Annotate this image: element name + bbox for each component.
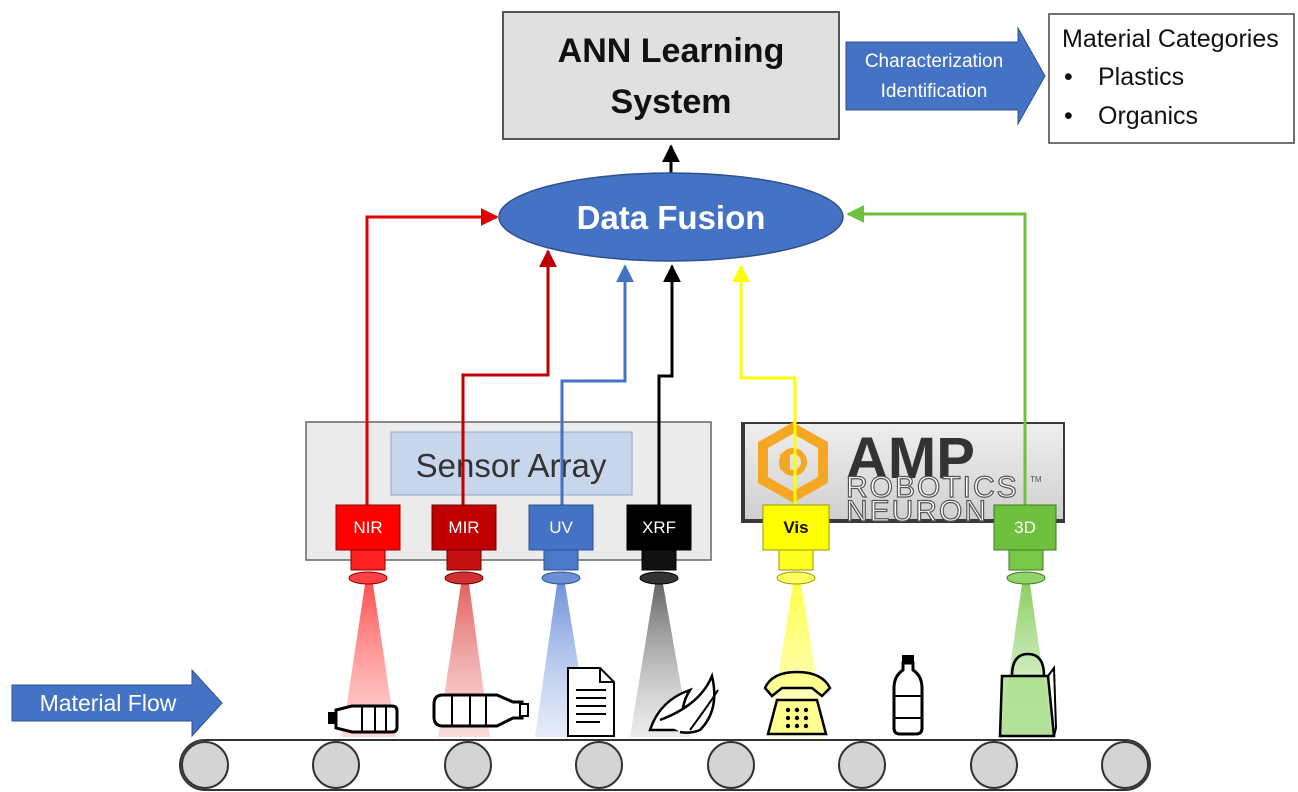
sensor-nir: NIR [335, 504, 401, 585]
conveyor-belt [179, 739, 1151, 791]
arrow-text-line1: Characterization [865, 51, 1003, 72]
categories-title: Material Categories [1062, 25, 1279, 53]
telephone-icon [763, 670, 832, 736]
characterization-arrow: Characterization Identification [845, 26, 1046, 126]
banana-peel-icon [648, 671, 719, 734]
bullet-icon: • [1064, 63, 1073, 91]
nir-connector [365, 208, 499, 505]
sensor-label-vis: Vis [783, 518, 808, 537]
uv-connector [560, 264, 634, 505]
shopping-bag-icon [998, 652, 1058, 738]
data-fusion-node: Data Fusion [498, 172, 844, 262]
amp-neuron-text: NEURON [846, 495, 988, 528]
sensor-label-uv: UV [549, 518, 573, 537]
water-bottle-icon [892, 655, 924, 736]
nir-beam [342, 584, 396, 737]
conveyor-roller [707, 741, 755, 789]
material-flow-label: Material Flow [40, 690, 177, 716]
ann-title-line1: ANN Learning [558, 32, 785, 70]
sensor-connectors [365, 205, 1027, 505]
vis-connector [732, 264, 797, 505]
document-icon [567, 667, 615, 737]
conveyor-roller [181, 741, 229, 789]
material-flow-arrow: Material Flow [11, 668, 223, 738]
bullet-icon: • [1064, 102, 1073, 130]
sensor-mir: MIR [431, 504, 497, 585]
sensor-label-mir: MIR [448, 518, 479, 537]
bottle-icon [432, 693, 529, 728]
amp-tm-mark: TM [1030, 475, 1042, 484]
sensor-array-label: Sensor Array [416, 447, 607, 484]
conveyor-roller [575, 741, 623, 789]
sensor-label-xrf: XRF [642, 518, 676, 537]
conveyor-roller [312, 741, 360, 789]
sensor-label-nir: NIR [353, 518, 382, 537]
sensor-uv: UV [528, 504, 594, 585]
sensor-xrf: XRF [626, 504, 692, 585]
ann-title-line2: System [611, 83, 732, 121]
mir-connector [461, 249, 557, 505]
sensor-3d: 3D [993, 504, 1057, 585]
material-categories-box: Material Categories • Plastics • Organic… [1048, 13, 1295, 144]
amp-hexagon-icon [758, 422, 828, 503]
ann-learning-system-box: ANN Learning System [502, 11, 840, 140]
conveyor-roller [1101, 741, 1149, 789]
sensor-vis: Vis [762, 504, 830, 585]
amp-robotics-text: ROBOTICS [846, 471, 1019, 504]
category-plastics: Plastics [1098, 63, 1184, 91]
category-organics: Organics [1098, 102, 1198, 130]
amp-brand: AMP [846, 426, 975, 491]
conveyor-roller [970, 741, 1018, 789]
data-fusion-label: Data Fusion [577, 199, 766, 236]
conveyor-roller [838, 741, 886, 789]
xrf-connector [657, 264, 681, 505]
3d-connector [846, 205, 1027, 505]
sensor-label-3d: 3D [1014, 518, 1036, 537]
conveyor-roller [444, 741, 492, 789]
bottle-icon [328, 704, 399, 734]
arrow-text-line2: Identification [881, 81, 988, 102]
